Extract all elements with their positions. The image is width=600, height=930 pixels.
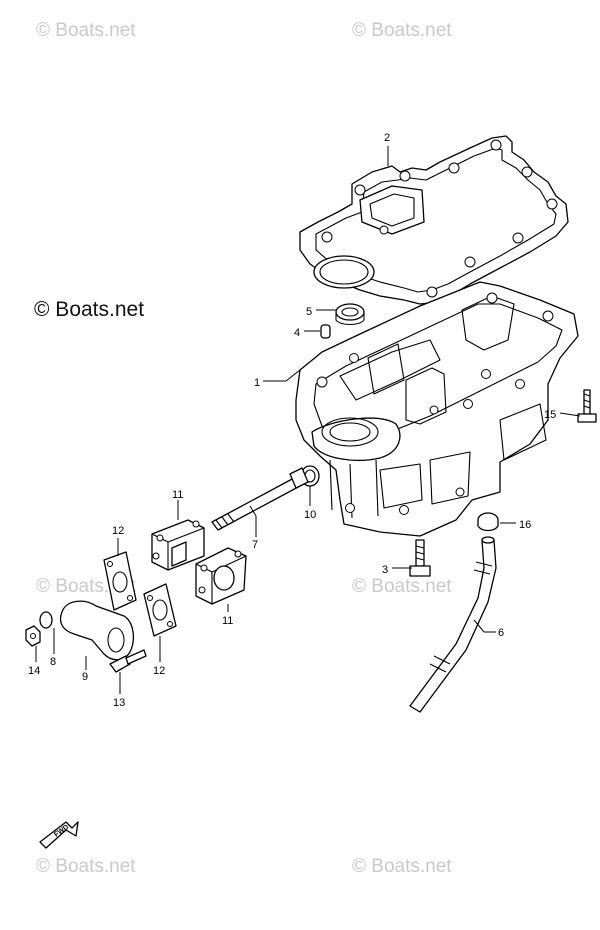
callout-9[interactable]: 9 [82,671,88,683]
callout-labels: 2 5 4 1 15 10 7 16 3 6 11 11 12 12 9 8 1… [28,132,556,709]
callout-8[interactable]: 8 [50,656,56,668]
callout-3[interactable]: 3 [382,564,388,576]
part-housing-lower[interactable] [195,547,247,605]
part-elbow[interactable] [59,600,135,661]
part-dowel-pin[interactable] [320,324,331,339]
part-gasket[interactable] [299,135,569,305]
part-small-washer[interactable] [39,611,53,629]
part-oil-seal[interactable] [335,303,365,326]
callout-4[interactable]: 4 [294,327,300,339]
part-nut[interactable] [25,625,41,647]
watermark-bottom-right: © Boats.net [352,856,452,877]
callout-1[interactable]: 1 [254,377,260,389]
callout-6[interactable]: 6 [498,627,504,639]
part-bolt-3[interactable] [409,539,431,577]
part-oil-pipe[interactable] [409,536,497,713]
callout-16[interactable]: 16 [519,519,531,531]
part-engine-holder[interactable] [295,281,579,537]
part-housing-upper[interactable] [151,519,205,571]
fwd-label: FWD [53,824,70,839]
callout-11-bottom[interactable]: 11 [222,615,233,627]
callout-5[interactable]: 5 [306,306,312,318]
callout-12-right[interactable]: 12 [153,665,165,677]
part-gasket-left[interactable] [103,551,137,611]
callout-10[interactable]: 10 [304,509,316,521]
part-bolt-right[interactable] [577,389,597,423]
fwd-arrow-icon: FWD [39,821,79,849]
callout-12-left[interactable]: 12 [112,525,124,537]
watermark-bottom-left: © Boats.net [36,856,136,877]
watermark-top-right: © Boats.net [352,20,452,41]
leader-lines [35,146,581,694]
part-long-bolt[interactable] [211,467,309,531]
callout-7[interactable]: 7 [252,539,258,551]
watermark-top-left: © Boats.net [36,20,136,41]
callout-15[interactable]: 15 [544,409,556,421]
copyright-notice: © Boats.net [34,298,145,321]
watermark-mid-right: © Boats.net [352,576,452,597]
part-gasket-right[interactable] [143,583,177,637]
callout-2[interactable]: 2 [384,132,390,144]
part-bolt-13[interactable] [109,649,147,673]
callout-13[interactable]: 13 [113,697,125,709]
callout-11-top[interactable]: 11 [172,489,183,501]
part-clamp[interactable] [477,512,499,532]
callout-14[interactable]: 14 [28,665,40,677]
